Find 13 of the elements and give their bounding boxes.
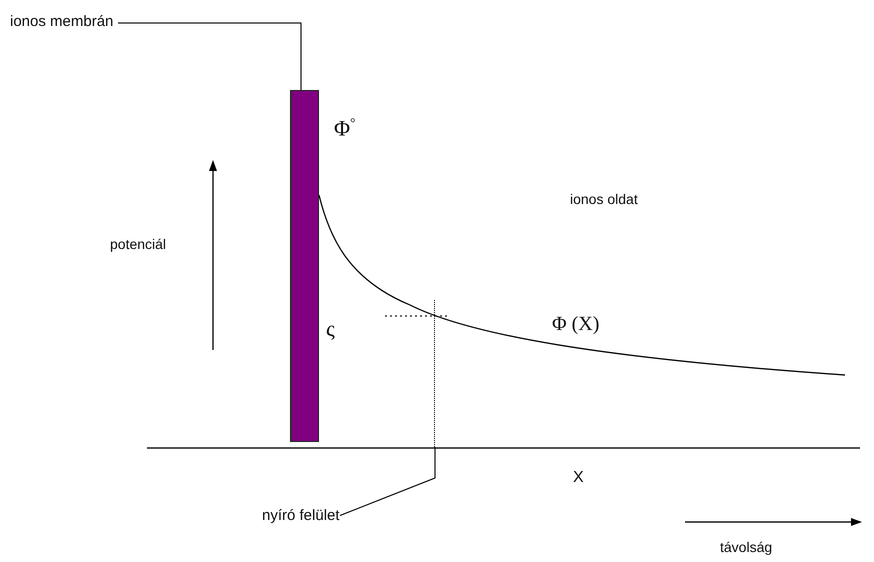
axis-label: X [573, 470, 584, 486]
membrane-bar [290, 90, 319, 442]
shear-plane-line [434, 300, 435, 447]
curve-label: Φ (X) [552, 314, 600, 334]
zeta-symbol: ς [326, 318, 335, 340]
leader-line [340, 446, 436, 516]
region-label: ionos oldat [570, 192, 638, 206]
axis-label: távolság [720, 540, 772, 554]
potential-symbol: Φ$^{°}$ [334, 116, 356, 140]
leader-line [118, 22, 302, 90]
axis-label: potenciál [110, 237, 166, 251]
label-text: nyíró felület [262, 508, 340, 523]
label-text: ionos membrán [10, 14, 114, 29]
